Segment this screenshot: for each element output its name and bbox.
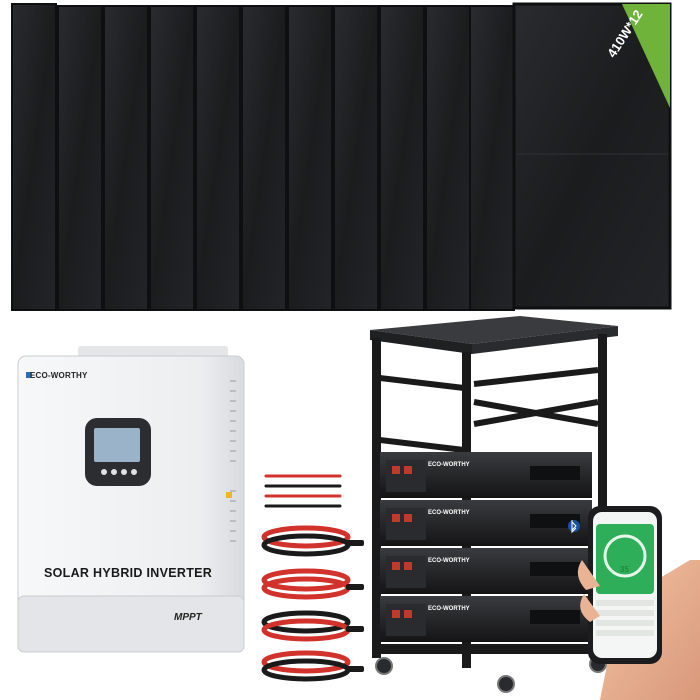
inverter-title: SOLAR HYBRID INVERTER: [44, 566, 213, 580]
gauge-icon: [603, 534, 647, 578]
solar-panel: [195, 5, 241, 311]
caster-wheel: [497, 675, 515, 693]
brand-logo-icon: [26, 372, 31, 378]
panel-badge: [622, 4, 670, 108]
hand-with-phone: [577, 506, 700, 700]
solar-panel: [425, 5, 471, 311]
inverter-mppt-label: MPPT: [174, 612, 202, 623]
lcd-screen: [94, 428, 140, 462]
solar-panel: [469, 5, 515, 311]
bluetooth-icon: [568, 520, 580, 534]
phone-gauge-reading: 35: [620, 565, 629, 574]
battery-brand: ECO-WORTHY: [428, 462, 470, 468]
battery-module: [380, 500, 592, 546]
battery-module: [380, 596, 592, 642]
battery-brand: ECO-WORTHY: [428, 606, 470, 612]
battery-module: [380, 452, 592, 498]
battery-module: [380, 548, 592, 594]
short-cables: [264, 474, 342, 508]
solar-panel: [379, 5, 425, 311]
solar-panel: [57, 5, 103, 311]
battery-rack: [370, 316, 618, 693]
battery-brand: ECO-WORTHY: [428, 558, 470, 564]
coiled-cables: [261, 525, 351, 682]
solar-panels: [11, 2, 672, 311]
solar-panel: [149, 5, 195, 311]
caster-wheel: [375, 657, 393, 675]
solar-panel: [241, 5, 287, 311]
hybrid-inverter: [17, 346, 245, 653]
solar-panel: [103, 5, 149, 311]
battery-brand: ECO-WORTHY: [428, 510, 470, 516]
solar-panel: [333, 5, 379, 311]
solar-panel: [11, 3, 57, 311]
inverter-brand: ECO-WORTHY: [30, 371, 88, 380]
solar-panel: [287, 5, 333, 311]
solar-panel-front: [512, 2, 672, 310]
